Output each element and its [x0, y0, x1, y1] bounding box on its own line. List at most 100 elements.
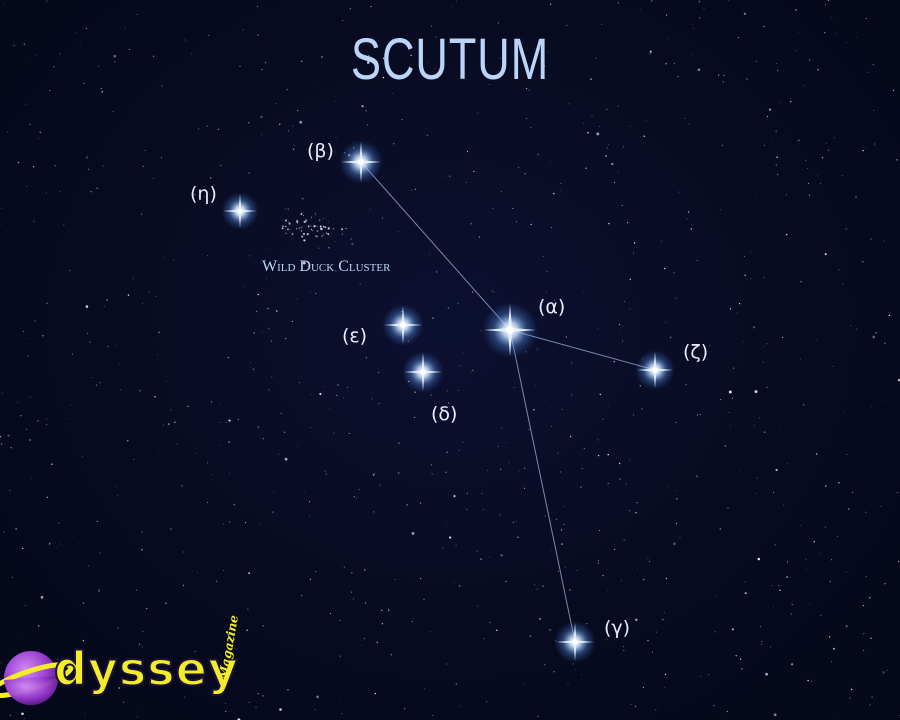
- background-star: [257, 426, 260, 428]
- background-star: [227, 356, 229, 359]
- background-star: [601, 23, 603, 25]
- background-star: [517, 166, 520, 169]
- background-star: [828, 0, 830, 2]
- background-star: [863, 633, 865, 635]
- cluster-star: [321, 235, 323, 237]
- background-star: [496, 629, 498, 631]
- background-star: [713, 705, 715, 707]
- background-star: [870, 238, 872, 240]
- background-star: [805, 558, 807, 560]
- background-star: [606, 108, 608, 110]
- star-gamma: [554, 621, 596, 663]
- background-star: [59, 190, 61, 192]
- background-star: [896, 159, 898, 161]
- background-star: [382, 76, 385, 79]
- background-star: [222, 677, 224, 679]
- background-star: [607, 589, 608, 591]
- background-star: [247, 486, 248, 487]
- background-star: [875, 332, 877, 334]
- background-star: [628, 509, 631, 512]
- background-star: [370, 6, 372, 8]
- background-star: [366, 124, 368, 126]
- background-star: [500, 58, 502, 60]
- background-star: [480, 558, 482, 560]
- background-star: [300, 594, 303, 597]
- background-star: [310, 290, 311, 292]
- background-star: [776, 173, 779, 176]
- background-star: [641, 408, 643, 410]
- background-star: [524, 467, 526, 469]
- background-star: [833, 647, 835, 650]
- background-star: [86, 332, 89, 334]
- background-star: [831, 16, 833, 19]
- background-star: [191, 53, 192, 55]
- background-star: [646, 119, 647, 121]
- background-star: [445, 471, 447, 473]
- cluster-star: [306, 233, 309, 236]
- background-star: [442, 177, 443, 179]
- background-star: [845, 571, 847, 573]
- background-star: [703, 8, 705, 9]
- background-star: [112, 110, 114, 113]
- background-star: [654, 138, 656, 140]
- background-star: [85, 156, 89, 159]
- background-star: [370, 56, 372, 58]
- background-star: [402, 396, 404, 398]
- background-star: [517, 536, 519, 538]
- background-star: [271, 376, 273, 378]
- background-star: [429, 630, 431, 632]
- background-star: [96, 187, 98, 189]
- cluster-star: [340, 228, 344, 231]
- background-star: [170, 528, 172, 530]
- background-star: [324, 385, 326, 388]
- background-star: [865, 576, 867, 578]
- background-star: [756, 477, 758, 479]
- background-star: [228, 419, 231, 422]
- background-star: [591, 114, 593, 117]
- background-star: [533, 409, 535, 411]
- background-star: [363, 638, 365, 640]
- background-star: [308, 501, 311, 503]
- cluster-star: [282, 225, 284, 228]
- background-star: [446, 522, 447, 524]
- background-star: [0, 435, 1, 438]
- background-star: [259, 523, 260, 525]
- background-star: [248, 658, 250, 660]
- background-star: [477, 605, 479, 607]
- background-star: [652, 651, 653, 653]
- background-star: [617, 105, 619, 107]
- background-star: [76, 32, 77, 34]
- background-star: [70, 404, 72, 406]
- background-star: [530, 126, 532, 129]
- background-star: [739, 658, 742, 660]
- cluster-star: [316, 236, 318, 238]
- background-star: [838, 482, 840, 484]
- background-star: [544, 65, 546, 67]
- cluster-star: [311, 230, 313, 232]
- background-star: [730, 425, 732, 427]
- background-star: [26, 337, 28, 339]
- background-star: [553, 671, 555, 673]
- background-star: [448, 536, 452, 539]
- background-star: [272, 511, 274, 513]
- label-delta: (δ): [431, 403, 458, 425]
- background-star: [107, 345, 109, 347]
- background-star: [837, 536, 839, 537]
- background-star: [161, 157, 163, 158]
- background-star: [314, 709, 316, 711]
- background-star: [563, 505, 565, 507]
- background-star: [684, 197, 686, 199]
- background-star: [528, 89, 530, 91]
- cluster-star: [296, 228, 298, 230]
- background-star: [622, 340, 624, 342]
- background-star: [817, 69, 819, 71]
- background-star: [115, 344, 117, 345]
- background-star: [120, 389, 122, 391]
- background-star: [225, 710, 227, 712]
- background-star: [482, 509, 484, 510]
- background-star: [515, 221, 517, 223]
- background-star: [585, 167, 587, 169]
- background-star: [760, 625, 762, 627]
- background-star: [246, 629, 248, 631]
- background-star: [751, 500, 753, 502]
